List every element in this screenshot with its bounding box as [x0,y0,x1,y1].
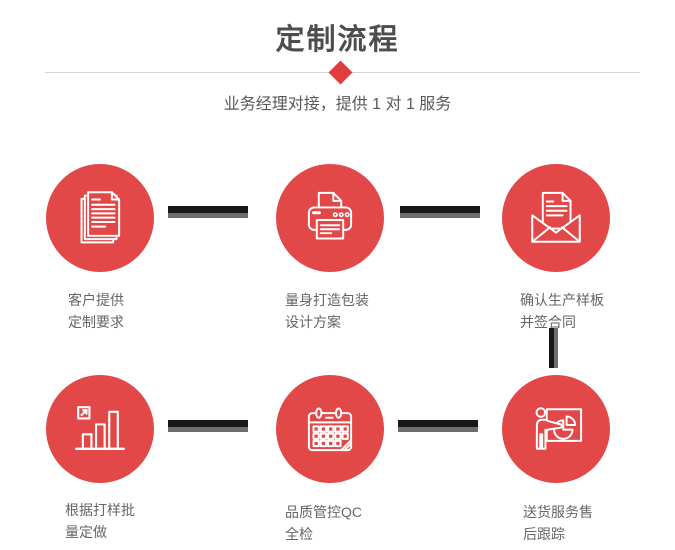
step-circle-batch-production [46,375,154,483]
presentation-icon [523,396,589,462]
connector-bar [400,206,480,218]
step-label-batch-production: 根据打样批 量定做 [65,502,135,540]
documents-icon [67,185,133,251]
step-label-design-plan: 量身打造包装 设计方案 [285,292,369,330]
step-circle-quality-control [276,375,384,483]
connector-bar [398,420,478,432]
step-label-customer-request: 客户提供 定制要求 [68,292,124,330]
step-label-quality-control: 品质管控QC 全检 [285,504,362,542]
envelope-letter-icon [523,185,589,251]
step-label-delivery-service: 送货服务售 后跟踪 [523,504,593,542]
printer-icon [297,185,363,251]
step-circle-delivery-service [502,375,610,483]
calendar-icon [297,396,363,462]
step-label-sample-contract: 确认生产样板 并签合同 [520,292,604,330]
connector-bar-vertical [549,328,558,368]
step-circle-sample-contract [502,164,610,272]
page-title: 定制流程 [275,24,400,56]
step-circle-customer-request [46,164,154,272]
bar-chart-icon [67,396,133,462]
diamond-icon [328,60,353,85]
connector-bar [168,206,248,218]
subtitle: 业务经理对接，提供 1 对 1 服务 [223,96,452,113]
connector-bar [168,420,248,432]
step-circle-design-plan [276,164,384,272]
